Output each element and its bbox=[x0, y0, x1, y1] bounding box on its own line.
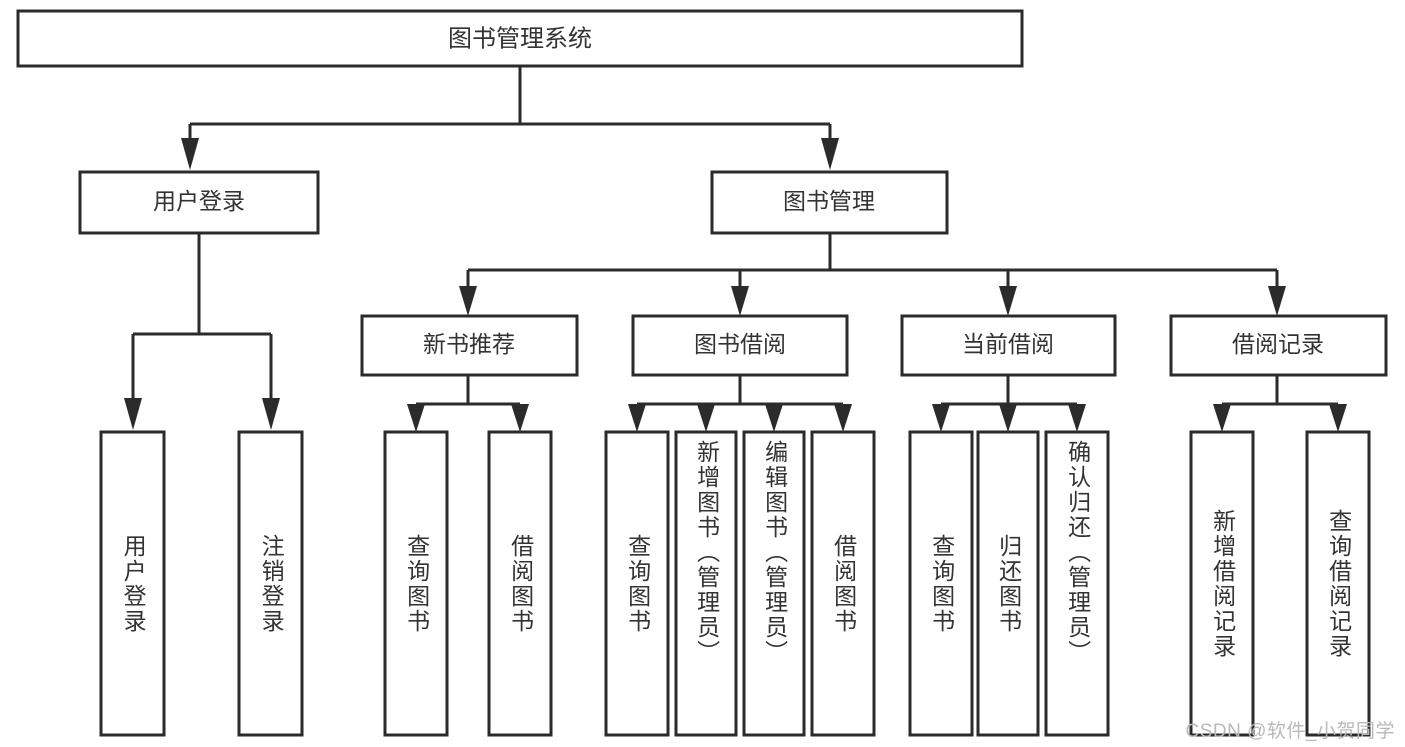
node-root-rect[interactable] bbox=[16, 9, 1024, 68]
node-leaf-borrow-book-2-label: 借阅图书 bbox=[830, 533, 857, 634]
node-leaf-edit-book-rect[interactable] bbox=[742, 430, 806, 737]
arrow-head-borrow-record bbox=[1268, 286, 1286, 316]
arrow-head-new-book-rec bbox=[459, 286, 477, 316]
leaf-rect-group bbox=[99, 430, 1371, 737]
node-book-borrow-label: 图书借阅 bbox=[694, 331, 786, 357]
connector-group-newbookrec bbox=[407, 375, 529, 432]
node-leaf-add-record-rect[interactable] bbox=[1189, 430, 1255, 737]
node-leaf-query-record-label: 查询借阅记录 bbox=[1325, 508, 1352, 659]
connector-group-root bbox=[181, 67, 839, 170]
node-leaf-user-login[interactable]: 用户登录 bbox=[101, 432, 164, 735]
arrow-head-leaf-edit-book bbox=[765, 404, 783, 432]
node-borrow-record-label: 借阅记录 bbox=[1232, 331, 1324, 357]
node-leaf-user-logout-rect[interactable] bbox=[237, 430, 304, 737]
node-leaf-borrow-book-1-label: 借阅图书 bbox=[507, 533, 534, 634]
arrow-head-leaf-query-book-2 bbox=[628, 404, 646, 432]
node-leaf-query-book-1-label: 查询图书 bbox=[403, 533, 430, 634]
node-current-borrow-rect[interactable] bbox=[900, 314, 1117, 377]
node-leaf-query-book-2-rect[interactable] bbox=[604, 430, 670, 737]
node-leaf-query-record-rect[interactable] bbox=[1305, 430, 1371, 737]
arrow-head-leaf-add-record bbox=[1213, 404, 1231, 432]
node-leaf-borrow-book-1[interactable]: 借阅图书 bbox=[489, 432, 551, 735]
connector-group-borrowrecord bbox=[1213, 375, 1347, 432]
arrow-head-leaf-return-book bbox=[999, 404, 1017, 432]
node-root[interactable]: 图书管理系统 bbox=[16, 9, 1024, 68]
node-leaf-borrow-book-2[interactable]: 借阅图书 bbox=[812, 432, 874, 735]
node-new-book-rec[interactable]: 新书推荐 bbox=[360, 314, 579, 377]
node-leaf-query-book-2-label: 查询图书 bbox=[624, 533, 651, 634]
node-new-book-rec-label: 新书推荐 bbox=[423, 331, 515, 357]
arrow-head-bookmanage bbox=[821, 138, 839, 170]
node-leaf-confirm-return[interactable]: 确认归还（管理员） bbox=[1046, 432, 1108, 735]
node-book-borrow-rect[interactable] bbox=[631, 314, 849, 377]
node-book-borrow[interactable]: 图书借阅 bbox=[631, 314, 849, 377]
arrow-head-leaf-borrow-book-1 bbox=[511, 404, 529, 432]
arrow-head-leaf-query-book-1 bbox=[407, 404, 425, 432]
arrow-head-book-borrow bbox=[731, 286, 749, 316]
node-leaf-query-record[interactable]: 查询借阅记录 bbox=[1307, 432, 1369, 735]
connector-group-bookmanage bbox=[459, 233, 1286, 316]
arrow-head-leaf-add-book bbox=[697, 404, 715, 432]
node-leaf-user-logout[interactable]: 注销登录 bbox=[239, 432, 302, 735]
node-current-borrow-label: 当前借阅 bbox=[962, 331, 1054, 357]
node-leaf-query-book-3-label: 查询图书 bbox=[928, 533, 955, 634]
node-leaf-edit-book[interactable]: 编辑图书（管理员） bbox=[744, 432, 804, 735]
node-leaf-user-login-label: 用户登录 bbox=[120, 533, 147, 634]
arrow-head-leaf-query-record bbox=[1329, 404, 1347, 432]
arrow-head-leaf-query-book-3 bbox=[932, 404, 950, 432]
node-current-borrow[interactable]: 当前借阅 bbox=[900, 314, 1117, 377]
node-book-manage-label: 图书管理 bbox=[783, 188, 875, 214]
node-leaf-return-book-label: 归还图书 bbox=[995, 533, 1022, 634]
arrow-head-current-borrow bbox=[999, 286, 1017, 316]
node-leaf-return-book-rect[interactable] bbox=[976, 430, 1040, 737]
node-leaf-user-logout-label: 注销登录 bbox=[258, 533, 285, 634]
node-leaf-add-record[interactable]: 新增借阅记录 bbox=[1191, 432, 1253, 735]
node-leaf-confirm-return-label: 确认归还（管理员） bbox=[1064, 440, 1091, 665]
node-leaf-query-book-2[interactable]: 查询图书 bbox=[606, 432, 668, 735]
node-user-login-rect[interactable] bbox=[78, 170, 320, 235]
connector-group-userlogin bbox=[124, 233, 280, 430]
node-leaf-user-login-rect[interactable] bbox=[99, 430, 166, 737]
node-leaf-confirm-return-rect[interactable] bbox=[1044, 430, 1110, 737]
node-leaf-borrow-book-1-rect[interactable] bbox=[487, 430, 553, 737]
node-borrow-record[interactable]: 借阅记录 bbox=[1169, 314, 1388, 377]
node-leaf-add-book-rect[interactable] bbox=[674, 430, 738, 737]
arrow-head-leaf-user-logout bbox=[262, 398, 280, 430]
arrow-head-leaf-confirm-return bbox=[1068, 404, 1086, 432]
node-new-book-rec-rect[interactable] bbox=[360, 314, 579, 377]
node-user-login[interactable]: 用户登录 bbox=[78, 170, 320, 235]
arrow-head-leaf-user-login bbox=[124, 398, 142, 430]
watermark-text: CSDN @软件_小贺同学 bbox=[1185, 721, 1395, 742]
node-leaf-query-book-1[interactable]: 查询图书 bbox=[385, 432, 447, 735]
node-leaf-borrow-book-2-rect[interactable] bbox=[810, 430, 876, 737]
arrow-head-leaf-borrow-book-2 bbox=[834, 404, 852, 432]
arrow-head-userlogin bbox=[181, 138, 199, 170]
connector-group-bookborrow bbox=[628, 375, 852, 432]
node-leaf-edit-book-label: 编辑图书（管理员） bbox=[761, 440, 788, 665]
node-leaf-query-book-3-rect[interactable] bbox=[908, 430, 974, 737]
node-leaf-add-book-label: 新增图书（管理员） bbox=[693, 440, 720, 665]
node-leaf-query-book-1-rect[interactable] bbox=[383, 430, 449, 737]
node-leaf-query-book-3[interactable]: 查询图书 bbox=[910, 432, 972, 735]
node-root-label: 图书管理系统 bbox=[448, 25, 592, 52]
node-user-login-label: 用户登录 bbox=[153, 188, 245, 214]
node-leaf-add-record-label: 新增借阅记录 bbox=[1209, 508, 1236, 659]
node-leaf-add-book[interactable]: 新增图书（管理员） bbox=[676, 432, 736, 735]
node-book-manage-rect[interactable] bbox=[710, 170, 949, 235]
node-leaf-return-book[interactable]: 归还图书 bbox=[978, 432, 1038, 735]
node-borrow-record-rect[interactable] bbox=[1169, 314, 1388, 377]
node-book-manage[interactable]: 图书管理 bbox=[710, 170, 949, 235]
connector-group-currentborrow bbox=[932, 375, 1086, 432]
